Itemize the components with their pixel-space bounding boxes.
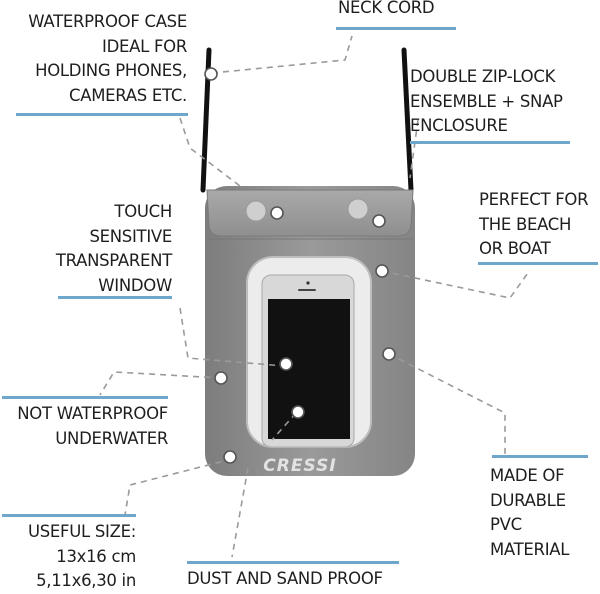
callout-waterproof-case: WATERPROOF CASE IDEAL FOR HOLDING PHONES… <box>4 10 187 108</box>
callout-text: UNDERWATER <box>55 428 168 448</box>
waterproof-case: CRESSI <box>205 186 415 476</box>
callout-perfect-for: PERFECT FOR THE BEACH OR BOAT <box>479 188 589 262</box>
callout-rule <box>478 262 598 265</box>
marker-not-waterproof <box>214 371 228 385</box>
callout-rule <box>58 296 172 299</box>
callout-text: THE BEACH <box>479 214 572 234</box>
callout-text: 13x16 cm <box>56 546 136 566</box>
callout-text: MADE OF <box>490 466 565 485</box>
callout-rule <box>16 113 188 116</box>
marker-window <box>375 264 389 278</box>
callout-text: CAMERAS ETC. <box>69 85 187 105</box>
callout-text: TOUCH <box>114 202 172 221</box>
marker-screen <box>291 405 305 419</box>
callout-text: WATERPROOF CASE <box>28 12 187 31</box>
callout-text: DOUBLE ZIP-LOCK <box>410 67 556 86</box>
callout-text: NECK CORD <box>338 0 435 17</box>
marker-neck-cord <box>204 67 218 81</box>
callout-text: SENSITIVE <box>89 226 172 246</box>
callout-text: DURABLE <box>490 490 566 510</box>
callout-rule <box>336 27 456 30</box>
callout-text: ENCLOSURE <box>410 116 508 135</box>
callout-touch-sensitive: TOUCH SENSITIVE TRANSPARENT WINDOW <box>40 200 172 298</box>
marker-snap-2 <box>372 214 386 228</box>
callout-rule <box>492 455 588 458</box>
brand-logo: CRESSI <box>263 456 336 476</box>
callout-useful-size: USEFUL SIZE: 13x16 cm 5,11x6,30 in <box>0 520 136 594</box>
callout-text: PERFECT FOR <box>479 190 589 209</box>
callout-rule <box>187 561 399 564</box>
callout-text: WINDOW <box>98 275 172 295</box>
marker-snap-1 <box>270 206 284 220</box>
marker-pvc <box>382 347 396 361</box>
callout-double-zip-lock: DOUBLE ZIP-LOCK ENSEMBLE + SNAP ENCLOSUR… <box>410 65 563 139</box>
callout-text: PVC <box>490 515 522 534</box>
leader-lines <box>99 35 531 558</box>
callout-rule <box>2 396 168 399</box>
callout-text: TRANSPARENT <box>55 251 172 270</box>
callout-dust-sand: DUST AND SAND PROOF <box>187 567 383 592</box>
callout-markers <box>204 67 396 464</box>
callout-text: USEFUL SIZE: <box>27 522 136 541</box>
callout-text: ENSEMBLE + SNAP <box>410 91 563 111</box>
marker-size <box>223 450 237 464</box>
callout-rule <box>410 141 570 144</box>
callout-rule <box>2 514 136 517</box>
marker-touch <box>279 357 293 371</box>
callout-text: MATERIAL <box>490 539 570 559</box>
callout-text: IDEAL FOR <box>102 36 187 56</box>
callout-text: OR BOAT <box>479 239 551 258</box>
callout-text: HOLDING PHONES, <box>35 61 187 80</box>
callout-text: NOT WATERPROOF <box>17 404 168 423</box>
callout-made-of: MADE OF DURABLE PVC MATERIAL <box>490 464 569 562</box>
callout-not-waterproof: NOT WATERPROOF UNDERWATER <box>0 402 168 451</box>
callout-text: DUST AND SAND PROOF <box>187 569 383 588</box>
callout-text: 5,11x6,30 in <box>36 571 136 590</box>
callout-neck-cord: NECK CORD <box>338 0 435 21</box>
